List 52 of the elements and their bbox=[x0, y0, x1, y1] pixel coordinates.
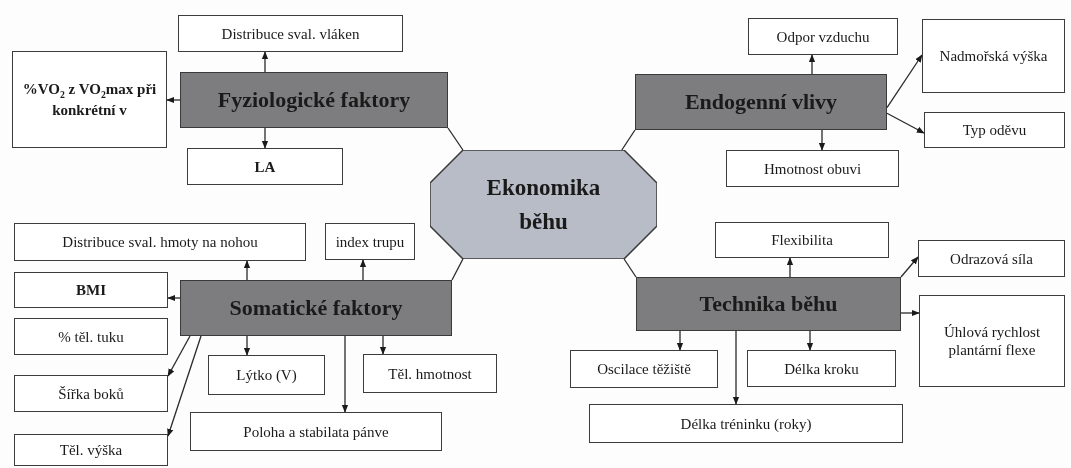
arrow bbox=[261, 127, 269, 149]
arrow bbox=[167, 335, 191, 377]
factor-box: Těl. hmotnost bbox=[363, 354, 497, 393]
arrow bbox=[167, 294, 181, 302]
factor-box: Šířka boků bbox=[14, 375, 168, 412]
category-box: Somatické faktory bbox=[180, 280, 452, 336]
factor-box: Délka tréninku (roky) bbox=[589, 404, 903, 443]
arrow bbox=[379, 335, 387, 355]
connector-line bbox=[623, 258, 637, 278]
factor-box: Hmotnost obuvi bbox=[726, 150, 899, 187]
factor-box: index trupu bbox=[325, 223, 415, 260]
factor-box: LA bbox=[187, 148, 343, 185]
category-box: Fyziologické faktory bbox=[180, 72, 448, 128]
arrow bbox=[166, 96, 181, 104]
factor-box: Lýtko (V) bbox=[208, 355, 325, 395]
factor-box: BMI bbox=[14, 272, 168, 308]
factor-box: Distribuce sval. vláken bbox=[178, 15, 403, 52]
category-box: Technika běhu bbox=[636, 277, 901, 331]
factor-box: Typ oděvu bbox=[924, 112, 1065, 148]
hub-label: Ekonomika běhu bbox=[485, 174, 602, 236]
arrow bbox=[243, 335, 251, 356]
factor-box: Odpor vzduchu bbox=[748, 18, 898, 55]
arrow bbox=[243, 260, 251, 281]
factor-box: Poloha a stabilata pánve bbox=[190, 412, 442, 451]
arrow bbox=[359, 259, 367, 281]
factor-box: Těl. výška bbox=[14, 434, 168, 466]
connector-line bbox=[447, 127, 464, 151]
arrow bbox=[808, 54, 816, 75]
arrow bbox=[786, 257, 794, 278]
connector-line bbox=[451, 258, 464, 281]
arrow bbox=[676, 330, 684, 351]
factor-box: Úhlová rychlost plantární flexe bbox=[919, 295, 1065, 387]
factor-box: Oscilace těžiště bbox=[570, 350, 718, 388]
category-box: Endogenní vlivy bbox=[635, 74, 887, 130]
arrow bbox=[341, 335, 349, 413]
factor-box: % těl. tuku bbox=[14, 318, 168, 355]
factor-box: Délka kroku bbox=[747, 350, 896, 387]
arrow bbox=[167, 335, 202, 437]
arrow bbox=[900, 256, 919, 278]
arrow bbox=[886, 112, 925, 134]
connector-line bbox=[621, 129, 636, 151]
arrow bbox=[886, 54, 923, 109]
factor-box: Odrazová síla bbox=[918, 240, 1065, 277]
factor-box: Distribuce sval. hmoty na nohou bbox=[14, 223, 306, 261]
factor-box: %VO$_{2}$ z VO$_{2}$max při konkrétní v bbox=[12, 51, 167, 148]
factor-box: Nadmořská výška bbox=[922, 19, 1065, 93]
arrow bbox=[732, 330, 740, 405]
arrow bbox=[261, 51, 269, 73]
arrow bbox=[806, 330, 814, 351]
factor-box: Flexibilita bbox=[715, 222, 889, 258]
arrow bbox=[818, 129, 826, 151]
arrow bbox=[900, 309, 920, 317]
